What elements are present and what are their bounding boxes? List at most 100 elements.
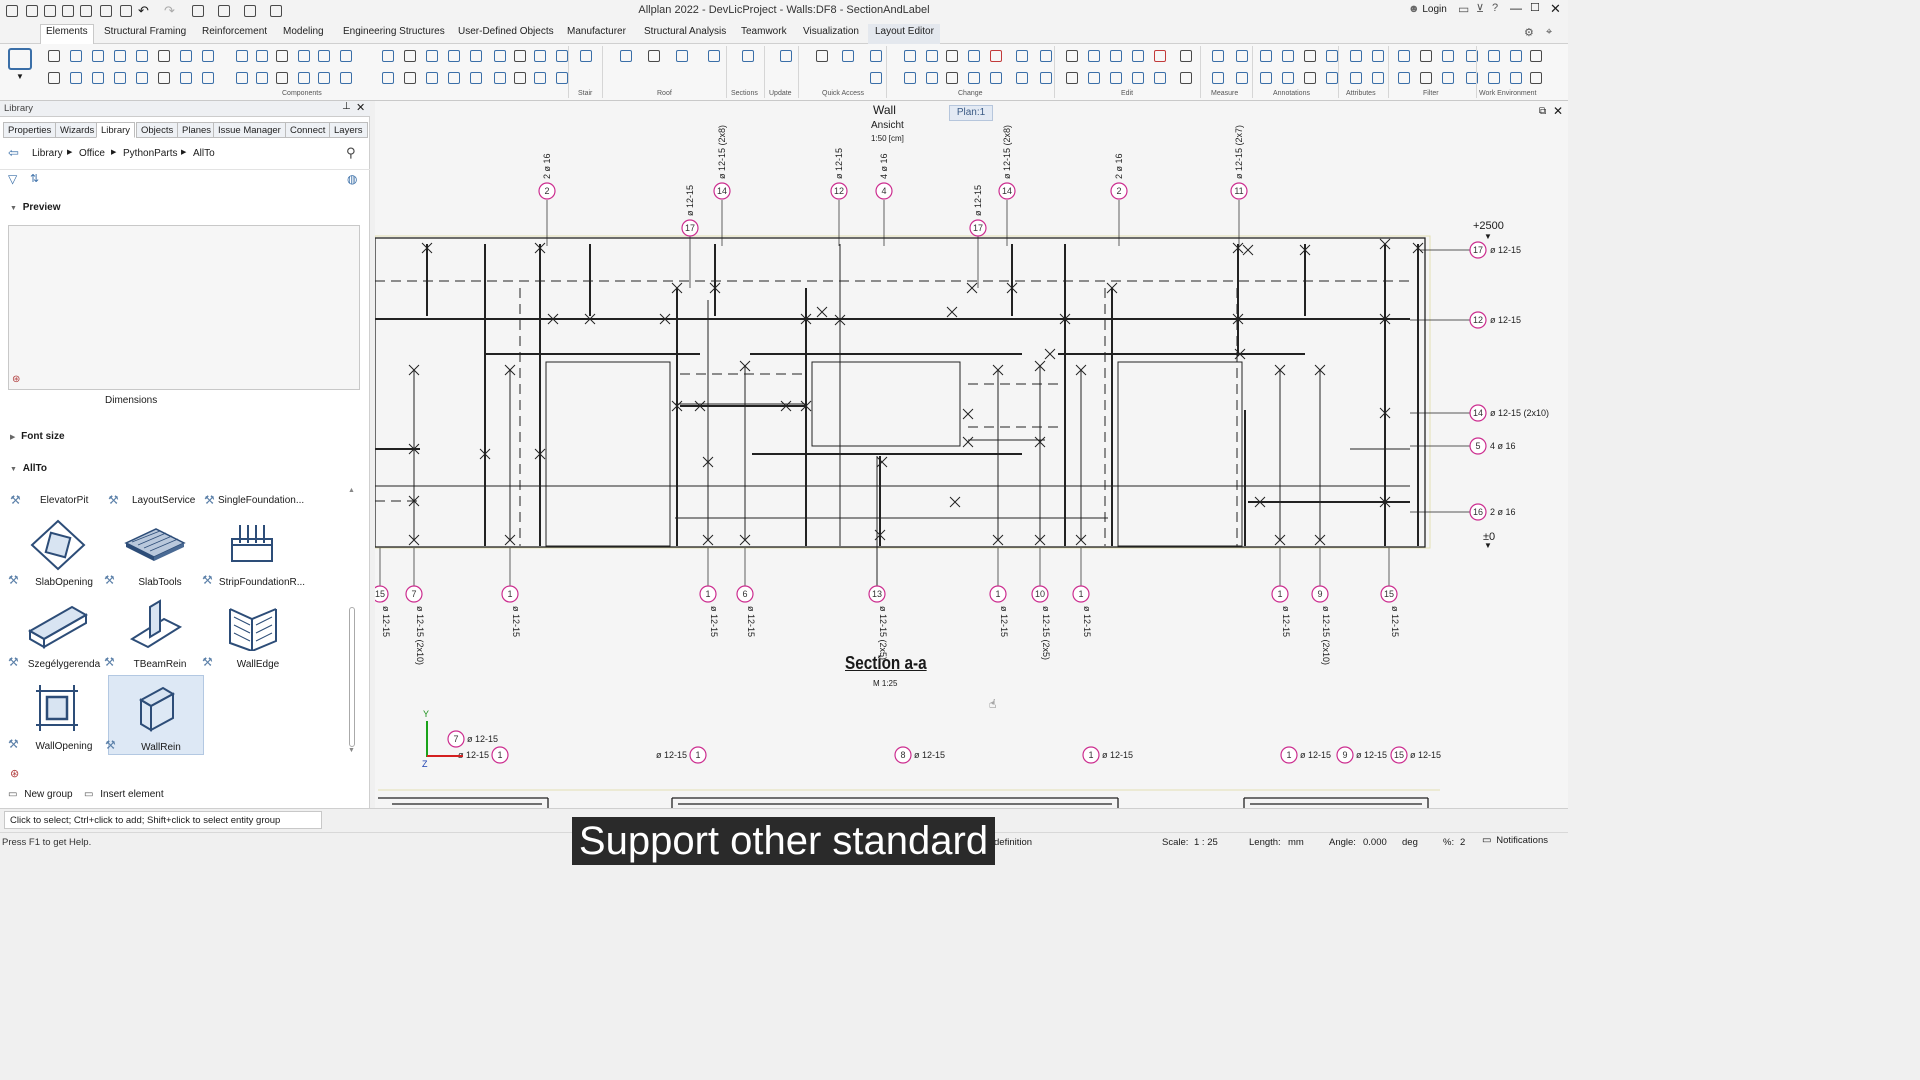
ribbon-tool-icon[interactable] bbox=[1304, 72, 1316, 84]
right-mark-bubble[interactable] bbox=[1469, 404, 1487, 422]
tab-structural-analysis[interactable]: Structural Analysis bbox=[644, 26, 727, 37]
bottom-mark-bubble[interactable] bbox=[699, 585, 717, 603]
ribbon-tool-icon[interactable] bbox=[1372, 72, 1384, 84]
ribbon-tool-icon[interactable] bbox=[404, 50, 416, 62]
ribbon-tool-icon[interactable] bbox=[1488, 72, 1500, 84]
close-window-icon[interactable]: ✕ bbox=[1553, 104, 1564, 118]
ribbon-tool-icon[interactable] bbox=[648, 50, 660, 62]
notifications-button[interactable]: ▭ Notifications bbox=[1482, 835, 1548, 851]
ribbon-tool-icon[interactable] bbox=[318, 72, 330, 84]
ribbon-tool-icon[interactable] bbox=[448, 50, 460, 62]
tab-issue-manager[interactable]: Issue Manager bbox=[213, 122, 286, 138]
ribbon-tool-icon[interactable] bbox=[968, 72, 980, 84]
ribbon-tool-icon[interactable] bbox=[180, 72, 192, 84]
restore-window-icon[interactable]: ⧉ bbox=[1539, 106, 1547, 117]
tab-objects[interactable]: Objects bbox=[136, 122, 179, 138]
sort-icon[interactable]: ⇅ bbox=[30, 173, 40, 185]
angle-unit[interactable]: deg bbox=[1402, 837, 1418, 848]
ribbon-tool-icon[interactable] bbox=[382, 50, 394, 62]
new-file-icon[interactable] bbox=[6, 5, 18, 17]
ribbon-tool-icon[interactable] bbox=[136, 50, 148, 62]
ribbon-tool-icon[interactable] bbox=[470, 72, 482, 84]
close-panel-icon[interactable]: ✕ bbox=[356, 102, 366, 114]
ribbon-tool-icon[interactable] bbox=[1488, 50, 1500, 62]
cart-icon[interactable]: ⊻ bbox=[1476, 3, 1485, 15]
ribbon-tool-icon[interactable] bbox=[1510, 72, 1522, 84]
ribbon-tool-icon[interactable] bbox=[340, 50, 352, 62]
ribbon-tool-icon[interactable] bbox=[426, 72, 438, 84]
ribbon-tool-icon[interactable] bbox=[1304, 50, 1316, 62]
ribbon-tool-icon[interactable] bbox=[1088, 72, 1100, 84]
maximize-icon[interactable]: ☐ bbox=[1530, 2, 1540, 14]
ribbon-tool-icon[interactable] bbox=[514, 50, 526, 62]
bottom-mark-bubble[interactable] bbox=[1031, 585, 1049, 603]
bottom-mark-bubble[interactable] bbox=[989, 585, 1007, 603]
ribbon-tool-icon[interactable] bbox=[534, 72, 546, 84]
ribbon-tool-icon[interactable] bbox=[180, 50, 192, 62]
lower-mark-bubble[interactable] bbox=[1336, 746, 1354, 764]
ribbon-tool-icon[interactable] bbox=[276, 72, 288, 84]
ribbon-tool-icon[interactable] bbox=[1260, 50, 1272, 62]
view-icon[interactable] bbox=[192, 5, 204, 17]
filter-icon[interactable]: ▽ bbox=[8, 172, 18, 186]
ribbon-tool-icon[interactable] bbox=[1180, 50, 1192, 62]
redo-icon[interactable]: ↷ bbox=[164, 3, 175, 18]
library-item-szegelygerenda[interactable]: ⚒ Szegélygerenda bbox=[8, 597, 108, 677]
ribbon-tool-icon[interactable] bbox=[1326, 50, 1338, 62]
tab-engineering-structures[interactable]: Engineering Structures bbox=[343, 26, 445, 37]
font-size-section-header[interactable]: ▶ Font size bbox=[10, 431, 360, 443]
ribbon-tool-icon[interactable] bbox=[1260, 72, 1272, 84]
tab-planes[interactable]: Planes bbox=[177, 122, 217, 138]
top-mark-bubble[interactable] bbox=[1230, 182, 1248, 200]
project-icon[interactable] bbox=[80, 5, 92, 17]
insert-element-button[interactable]: ▭ Insert element bbox=[84, 789, 164, 803]
ribbon-tool-icon[interactable] bbox=[842, 50, 854, 62]
ribbon-tool-icon[interactable] bbox=[1154, 72, 1166, 84]
layout-icon[interactable] bbox=[244, 5, 256, 17]
settings-icon[interactable] bbox=[218, 5, 230, 17]
ribbon-tool-icon[interactable] bbox=[1110, 50, 1122, 62]
lower-mark-bubble[interactable] bbox=[1390, 746, 1408, 764]
pin-panel-icon[interactable]: ⊥ bbox=[342, 101, 351, 112]
right-mark-bubble[interactable] bbox=[1469, 311, 1487, 329]
scroll-thumb[interactable] bbox=[349, 607, 355, 747]
ribbon-tool-icon[interactable] bbox=[70, 72, 82, 84]
ribbon-tool-icon[interactable] bbox=[202, 72, 214, 84]
ribbon-tool-icon[interactable] bbox=[870, 50, 882, 62]
lower-mark-bubble[interactable] bbox=[1280, 746, 1298, 764]
ribbon-tool-icon[interactable] bbox=[1398, 50, 1410, 62]
tab-teamwork[interactable]: Teamwork bbox=[741, 26, 787, 37]
ribbon-tool-icon[interactable] bbox=[534, 50, 546, 62]
ribbon-tool-icon[interactable] bbox=[514, 72, 526, 84]
ribbon-tool-icon[interactable] bbox=[1040, 50, 1052, 62]
ribbon-tool-icon[interactable] bbox=[494, 50, 506, 62]
ribbon-tool-icon[interactable] bbox=[990, 50, 1002, 62]
ribbon-tool-icon[interactable] bbox=[256, 50, 268, 62]
ribbon-tool-icon[interactable] bbox=[1132, 72, 1144, 84]
library-item-stripfoundation[interactable]: ⚒ StripFoundationR... bbox=[202, 515, 305, 595]
ribbon-tool-icon[interactable] bbox=[580, 50, 592, 62]
ribbon-tool-icon[interactable] bbox=[1282, 50, 1294, 62]
library-item-wallopening[interactable]: ⚒ WallOpening bbox=[8, 679, 108, 759]
ribbon-tool-icon[interactable] bbox=[404, 72, 416, 84]
ribbon-tool-icon[interactable] bbox=[816, 50, 828, 62]
ribbon-tool-icon[interactable] bbox=[1132, 50, 1144, 62]
tab-reinforcement[interactable]: Reinforcement bbox=[202, 26, 268, 37]
ribbon-tool-icon[interactable] bbox=[780, 50, 792, 62]
ribbon-tool-icon[interactable] bbox=[1154, 50, 1166, 62]
top-mark-bubble[interactable] bbox=[998, 182, 1016, 200]
close-icon[interactable]: ✕ bbox=[1550, 1, 1561, 16]
ribbon-tool-icon[interactable] bbox=[1442, 72, 1454, 84]
ribbon-tool-icon[interactable] bbox=[1326, 72, 1338, 84]
ribbon-tool-icon[interactable] bbox=[136, 72, 148, 84]
bottom-mark-bubble[interactable] bbox=[736, 585, 754, 603]
tab-layout-editor[interactable]: Layout Editor bbox=[875, 26, 934, 37]
ribbon-tool-icon[interactable] bbox=[1040, 72, 1052, 84]
tab-wizards[interactable]: Wizards bbox=[55, 122, 100, 138]
ribbon-tool-icon[interactable] bbox=[926, 72, 938, 84]
lower-mark-bubble[interactable] bbox=[491, 746, 509, 764]
ribbon-tool-icon[interactable] bbox=[1350, 50, 1362, 62]
ribbon-tool-icon[interactable] bbox=[870, 72, 882, 84]
login-area[interactable]: ☻ Login bbox=[1408, 3, 1447, 19]
ribbon-tool-icon[interactable] bbox=[676, 50, 688, 62]
